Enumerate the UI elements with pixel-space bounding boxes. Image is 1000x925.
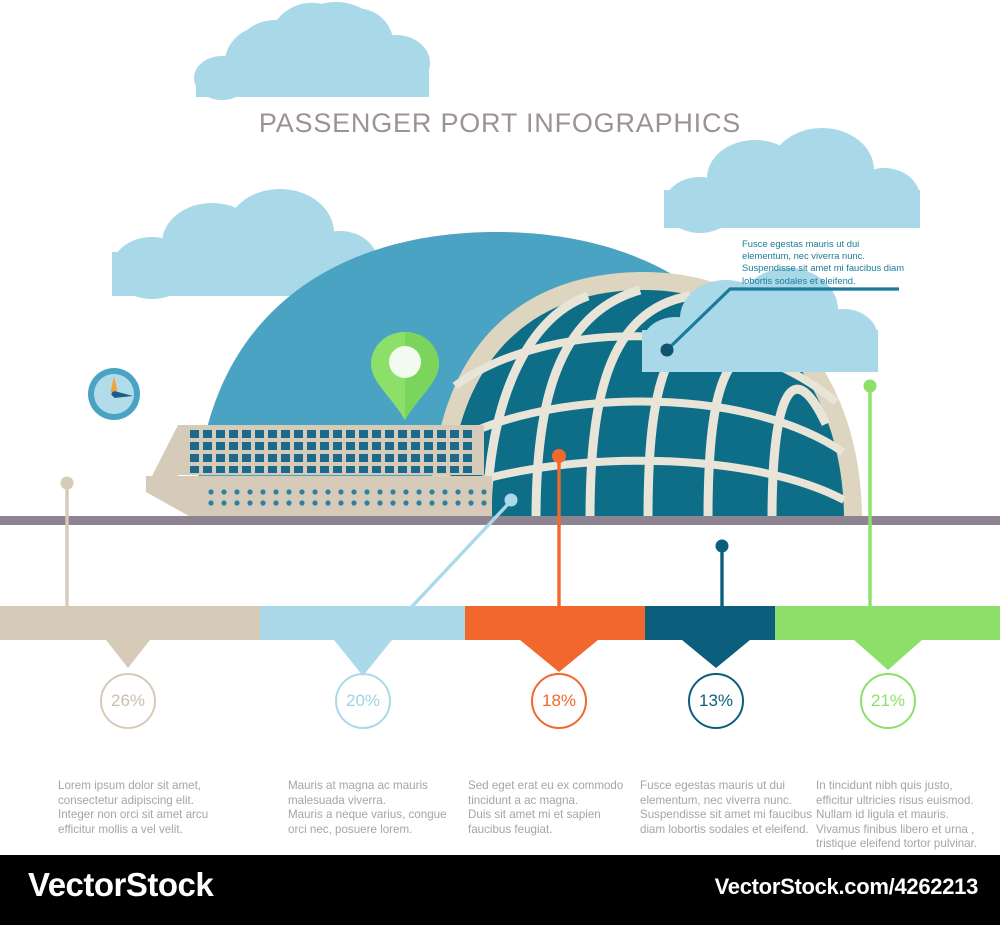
description-line: orci nec, posuere lorem. — [288, 822, 413, 836]
description-line: Fusce egestas mauris ut dui — [640, 779, 785, 792]
description-column-1: Lorem ipsum dolor sit amet, consectetur … — [58, 779, 208, 837]
marker-stem-5 — [863, 379, 877, 614]
description-line: faucibus feugiat. — [468, 822, 553, 836]
band-segment-1[interactable] — [0, 606, 260, 668]
percent-badge-3[interactable]: 18% — [531, 673, 587, 729]
description-line: tincidunt a ac magna. — [468, 793, 579, 807]
description-column-5: In tincidunt nibh quis justo, efficitur … — [816, 779, 977, 852]
description-line: diam lobortis sodales et eleifend. — [640, 822, 809, 836]
description-column-4: Fusce egestas mauris ut dui elementum, n… — [640, 779, 812, 837]
description-column-2: Mauris at magna ac mauris malesuada vive… — [288, 779, 447, 837]
description-line: elementum, nec viverra nunc. — [640, 793, 793, 807]
description-line: Integer non orci sit amet arcu — [58, 808, 209, 822]
percent-value-4: 13% — [688, 673, 744, 729]
cloud-icon-front-right — [642, 268, 878, 372]
description-line: Sed eget erat eu ex commodo — [468, 779, 624, 792]
percent-value-5: 21% — [860, 673, 916, 729]
percent-badge-5[interactable]: 21% — [860, 673, 916, 729]
description-line: Nullam id ligula et mauris. — [816, 808, 949, 822]
page-title: PASSENGER PORT INFOGRAPHICS — [258, 108, 742, 138]
callout-textbox: Fusce egestas mauris ut dui elementum, n… — [742, 238, 905, 286]
marker-stem-2 — [403, 493, 518, 616]
percent-badge-1[interactable]: 26% — [100, 673, 156, 729]
band-segment-3[interactable] — [465, 606, 645, 672]
percent-value-2: 20% — [335, 673, 391, 729]
description-line: consectetur adipiscing elit. — [58, 793, 194, 807]
description-line: Mauris at magna ac mauris — [288, 779, 428, 792]
description-line: tristique eleifend tortor pulvinar. — [816, 837, 978, 851]
percent-badge-4[interactable]: 13% — [688, 673, 744, 729]
percent-value-1: 26% — [100, 673, 156, 729]
cloud-icon-top-right — [664, 128, 920, 233]
clock-icon — [88, 368, 140, 420]
footer-brand: VectorStock — [28, 866, 214, 903]
cruise-ship — [146, 425, 492, 520]
description-line: efficitur ultricies risus euismod. — [816, 793, 974, 807]
description-line: malesuada viverra. — [288, 793, 386, 807]
band-segment-2[interactable] — [260, 606, 465, 676]
marker-stem-1 — [60, 476, 74, 614]
band-segment-5[interactable] — [775, 606, 1000, 670]
description-line: Mauris a neque varius, congue — [288, 808, 447, 822]
cloud-icon-top-left — [194, 2, 430, 100]
description-line: Suspendisse sit amet mi faucibus — [640, 808, 813, 822]
ground-line — [0, 516, 1000, 525]
description-line: Lorem ipsum dolor sit amet, — [58, 779, 202, 792]
footer-bar — [0, 855, 1000, 925]
percent-badge-2[interactable]: 20% — [335, 673, 391, 729]
band-segment-4[interactable] — [645, 606, 775, 668]
marker-stem-3 — [552, 449, 566, 614]
description-column-3: Sed eget erat eu ex commodo tincidunt a … — [468, 779, 623, 837]
map-pin-icon — [371, 332, 439, 420]
percent-value-3: 18% — [531, 673, 587, 729]
segment-band — [0, 606, 1000, 676]
description-line: Duis sit amet mi et sapien — [468, 808, 601, 822]
ship-portholes — [208, 489, 487, 506]
description-line: efficitur mollis a vel velit. — [58, 822, 183, 836]
description-line: Vivamus finibus libero et urna , — [816, 822, 975, 836]
footer-url: VectorStock.com/4262213 — [714, 874, 979, 899]
description-line: In tincidunt nibh quis justo, — [816, 779, 953, 792]
callout-leader-line — [660, 287, 899, 357]
ship-deck-windows — [190, 430, 472, 473]
marker-stem-4 — [715, 539, 729, 614]
